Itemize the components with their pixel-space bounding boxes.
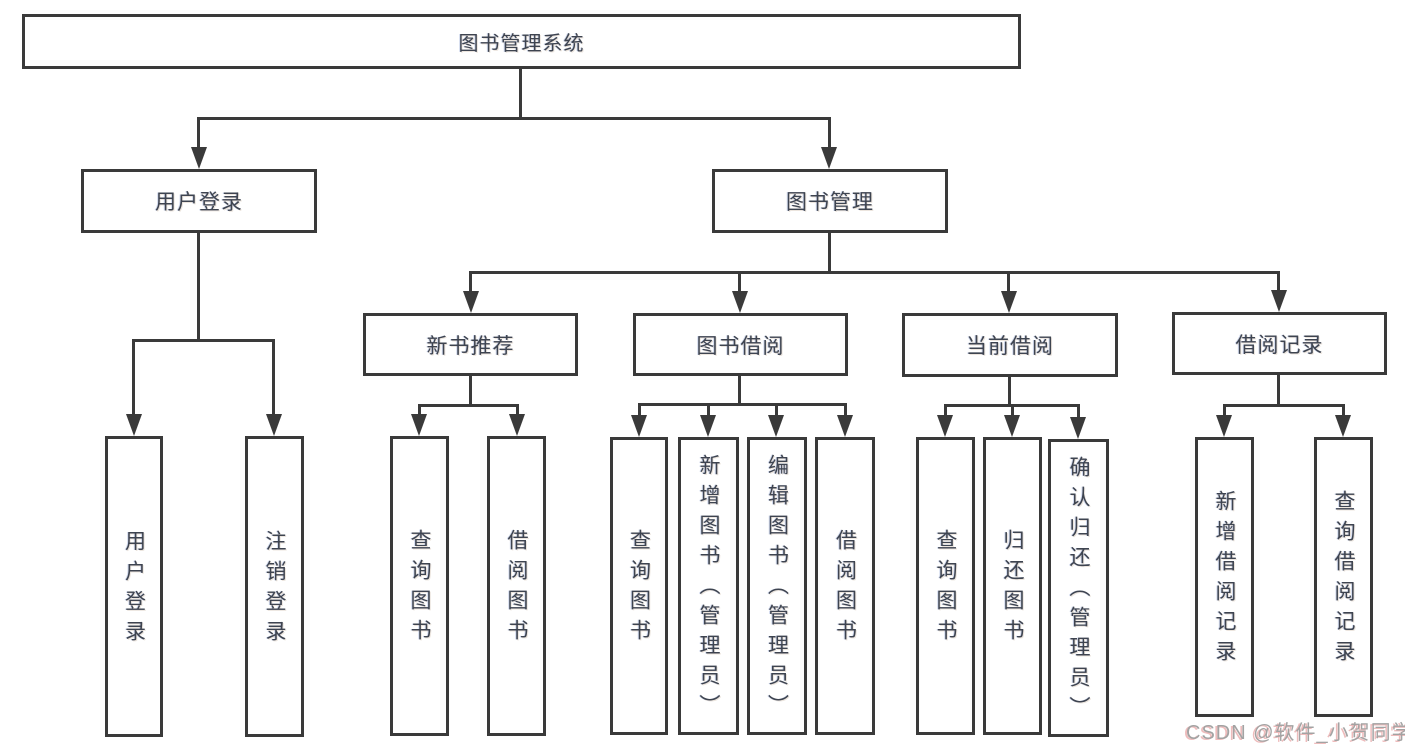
leaf-nb-borrow-books: 借阅图书	[487, 436, 546, 736]
node-book-borrow: 图书借阅	[633, 313, 848, 376]
arrow-down-icon	[266, 414, 282, 436]
arrow-down-icon	[1004, 415, 1020, 437]
leaf-label: 查询图书	[934, 529, 957, 649]
connector-line	[197, 233, 200, 341]
connector-line	[132, 339, 135, 417]
arrow-down-icon	[509, 414, 525, 436]
connector-line	[775, 403, 778, 418]
leaf-cb-confirm-return-admin: 确认归还（管理员）	[1048, 439, 1109, 737]
connector-line	[469, 271, 1280, 274]
connector-line	[1077, 404, 1080, 418]
node-book-management: 图书管理	[712, 169, 948, 233]
connector-line	[1277, 271, 1280, 293]
leaf-bb-edit-books-admin: 编辑图书（管理员）	[747, 437, 807, 735]
connector-line	[844, 403, 847, 418]
connector-line	[418, 404, 519, 407]
arrow-down-icon	[821, 147, 837, 169]
leaf-cb-return-books: 归还图书	[983, 437, 1042, 735]
node-root-label: 图书管理系统	[458, 33, 585, 55]
arrow-down-icon	[837, 415, 853, 437]
leaf-label: 新增借阅记录	[1213, 490, 1236, 670]
connector-line	[469, 376, 472, 407]
leaf-cb-query-books: 查询图书	[916, 437, 975, 735]
connector-line	[1342, 404, 1345, 418]
arrow-down-icon	[937, 415, 953, 437]
arrow-down-icon	[768, 415, 784, 437]
connector-line	[272, 339, 275, 417]
leaf-bb-add-books-admin: 新增图书（管理员）	[678, 437, 739, 735]
node-label: 新书推荐	[426, 334, 515, 358]
leaf-bb-query-books: 查询图书	[610, 437, 668, 735]
leaf-br-add-record: 新增借阅记录	[1195, 437, 1254, 717]
connector-line	[828, 117, 831, 149]
node-label: 当前借阅	[966, 335, 1054, 358]
connector-line	[638, 403, 847, 406]
connector-line	[828, 233, 831, 273]
arrow-down-icon	[1070, 417, 1086, 439]
watermark-text: CSDN @软件_小贺同学	[1186, 722, 1405, 744]
leaf-label: 用户登录	[122, 529, 146, 650]
connector-line	[197, 117, 831, 120]
connector-line	[519, 68, 522, 120]
connector-line	[738, 376, 741, 406]
arrow-down-icon	[700, 415, 716, 437]
arrow-down-icon	[1271, 290, 1287, 312]
connector-line	[1007, 271, 1010, 293]
node-label: 借阅记录	[1235, 333, 1324, 357]
connector-line	[418, 404, 421, 418]
connector-line	[469, 271, 472, 293]
arrow-down-icon	[631, 415, 647, 437]
csdn-watermark: CSDN @软件_小贺同学	[1186, 716, 1405, 745]
arrow-down-icon	[191, 147, 207, 169]
leaf-label: 归还图书	[1001, 529, 1024, 649]
leaf-label: 确认归还（管理员）	[1067, 456, 1090, 726]
leaf-label: 借阅图书	[505, 529, 528, 649]
node-current-borrow: 当前借阅	[902, 313, 1118, 377]
connector-line	[944, 404, 947, 418]
leaf-user-login: 用户登录	[105, 436, 163, 737]
arrow-down-icon	[1216, 415, 1232, 437]
connector-line	[1011, 404, 1014, 418]
leaf-label: 查询图书	[408, 529, 431, 649]
node-label: 图书管理	[786, 191, 874, 214]
arrow-down-icon	[463, 291, 479, 313]
connector-line	[738, 271, 741, 293]
arrow-down-icon	[411, 414, 427, 436]
leaf-label: 查询图书	[627, 529, 651, 649]
connector-line	[132, 339, 275, 342]
node-user-login: 用户登录	[81, 169, 317, 233]
leaf-label: 新增图书（管理员）	[697, 454, 720, 724]
connector-line	[1008, 377, 1011, 407]
connector-line	[707, 403, 710, 418]
connector-line	[1277, 374, 1280, 407]
node-root: 图书管理系统	[22, 14, 1021, 69]
arrow-down-icon	[732, 291, 748, 313]
leaf-label: 查询借阅记录	[1332, 490, 1355, 670]
arrow-down-icon	[1335, 415, 1351, 437]
leaf-label: 注销登录	[263, 529, 286, 650]
node-label: 用户登录	[155, 191, 243, 214]
connector-line	[516, 404, 519, 418]
connector-line	[1223, 404, 1345, 407]
connector-line	[638, 403, 641, 418]
node-new-book-recommend: 新书推荐	[363, 313, 578, 376]
connector-line	[197, 117, 200, 149]
leaf-user-logout: 注销登录	[245, 436, 304, 737]
leaf-br-query-record: 查询借阅记录	[1314, 437, 1373, 717]
leaf-label: 借阅图书	[833, 529, 857, 649]
arrow-down-icon	[126, 414, 142, 436]
leaf-label: 编辑图书（管理员）	[765, 454, 789, 724]
node-label: 图书借阅	[696, 334, 785, 358]
arrow-down-icon	[1001, 291, 1017, 313]
node-borrow-records: 借阅记录	[1172, 312, 1387, 375]
connector-line	[1223, 404, 1226, 418]
leaf-nb-query-books: 查询图书	[390, 436, 449, 736]
leaf-bb-borrow-books: 借阅图书	[815, 437, 875, 735]
